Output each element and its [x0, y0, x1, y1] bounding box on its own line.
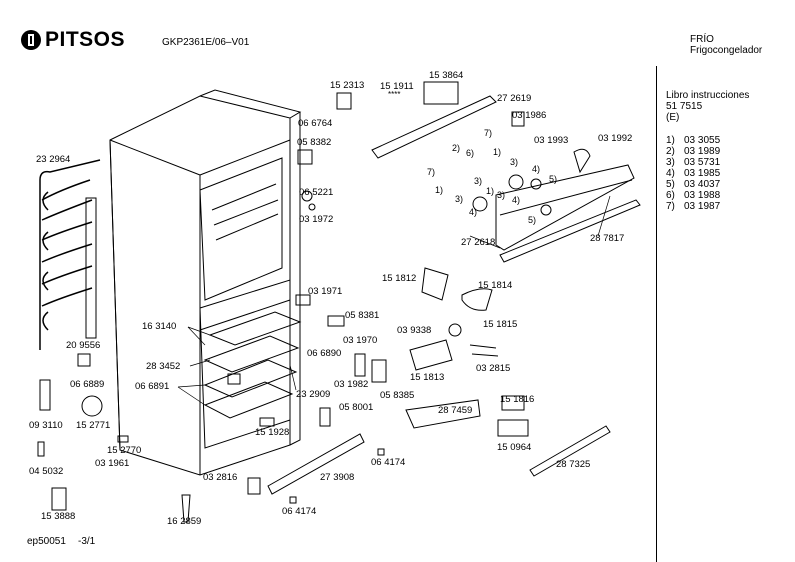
- legend-item: 4)03 1985: [666, 168, 721, 179]
- ref-marker: 3): [455, 194, 464, 204]
- ref-marker: 2): [452, 143, 461, 153]
- part-label: 05 8381: [345, 310, 380, 321]
- model-number: GKP2361E/06–V01: [162, 37, 250, 48]
- part-label: 28 7817: [590, 233, 625, 244]
- footer-page: -3/1: [78, 536, 96, 547]
- legend-item: 1)03 3055: [666, 135, 721, 146]
- ref-marker: 6): [466, 148, 475, 158]
- footer-code: ep50051: [27, 536, 66, 547]
- part-label: 15 2771: [76, 420, 111, 431]
- small-parts: [37, 81, 611, 523]
- part-label: 27 2619: [497, 93, 532, 104]
- part-label: 06 6890: [307, 348, 342, 359]
- ref-marker: 3): [497, 190, 506, 200]
- ref-marker: 4): [512, 195, 521, 205]
- part-label: 06 4174: [282, 506, 317, 517]
- part-label: 05 8385: [380, 390, 415, 401]
- ref-marker: 5): [549, 174, 558, 184]
- part-label: 28 3452: [146, 361, 181, 372]
- part-label: 03 2816: [203, 472, 238, 483]
- ref-marker: 7): [427, 167, 436, 177]
- manual-language: (E): [666, 112, 680, 123]
- ref-marker: 3): [510, 157, 519, 167]
- part-label: 15 1812: [382, 273, 417, 284]
- leader-lines: [177, 195, 611, 406]
- part-label: 06 6889: [70, 379, 105, 390]
- part-label: 15 1911: [380, 81, 414, 92]
- part-label: 15 1816: [500, 394, 535, 405]
- part-label: 28 7459: [438, 405, 473, 416]
- legend-item: 3)03 5731: [666, 157, 721, 168]
- part-label: 15 3888: [41, 511, 76, 522]
- side-panel: Libro instrucciones 51 7515 (E) 1)03 305…: [656, 66, 795, 562]
- part-label: 03 1992: [598, 133, 633, 144]
- part-label: 03 1961: [95, 458, 130, 469]
- manual-number: 51 7515: [666, 101, 703, 112]
- part-label: 05 8382: [297, 137, 332, 148]
- fridge-cabinet: [109, 89, 302, 476]
- part-label: 03 2815: [476, 363, 511, 374]
- ref-marker: 1): [486, 186, 495, 196]
- legend-item: 6)03 1988: [666, 190, 721, 201]
- part-label: 03 1970: [343, 335, 378, 346]
- control-panel: [371, 95, 641, 263]
- part-label: 15 3864: [429, 70, 464, 81]
- ref-marker: 7): [484, 128, 493, 138]
- glass-shelves: [203, 311, 302, 419]
- part-label: 03 1993: [534, 135, 569, 146]
- ref-marker: 5): [528, 215, 537, 225]
- part-label: 06 6891: [135, 381, 170, 392]
- legend-list: 1)03 3055 2)03 1989 3)03 5731 4)03 1985 …: [666, 135, 720, 212]
- ref-marker: 4): [532, 164, 541, 174]
- ref-marker: 4): [469, 207, 478, 217]
- part-label: 04 5032: [29, 466, 64, 477]
- part-label: 05 8001: [339, 402, 374, 413]
- part-label-mark: ****: [388, 90, 401, 99]
- legend-item: 2)03 1989: [666, 146, 721, 157]
- part-label: 03 1986: [512, 110, 547, 121]
- brand-name: PITSOS: [45, 28, 126, 51]
- part-label: 15 1928: [255, 427, 290, 438]
- part-label: 27 2618: [461, 237, 496, 248]
- part-label: 16 2859: [167, 516, 202, 527]
- part-label: 03 1972: [299, 214, 334, 225]
- part-label: 27 3908: [320, 472, 355, 483]
- pitsos-logo-icon: [21, 30, 41, 50]
- part-label: 15 1813: [410, 372, 445, 383]
- manual-title: Libro instrucciones: [666, 90, 750, 101]
- category-line2: Frigocongelador: [690, 45, 763, 56]
- part-label: 15 1815: [483, 319, 518, 330]
- ref-marker: 3): [474, 176, 483, 186]
- drain-strip: [85, 197, 97, 339]
- legend-item: 7)03 1987: [666, 201, 721, 212]
- legend-item: 5)03 4037: [666, 179, 721, 190]
- part-label: 06 4174: [371, 457, 406, 468]
- part-label: 15 1814: [478, 280, 513, 291]
- part-label: 09 3110: [29, 420, 63, 431]
- part-label: 15 0964: [497, 442, 532, 453]
- part-label: 03 1982: [334, 379, 369, 390]
- part-label: 28 7325: [556, 459, 591, 470]
- brand-logo: PITSOS: [20, 28, 125, 52]
- ref-marker: 1): [435, 185, 444, 195]
- part-label: 03 1971: [308, 286, 343, 297]
- part-label: 23 2964: [36, 154, 71, 165]
- part-label: 20 9556: [66, 340, 101, 351]
- part-label: 16 3140: [142, 321, 177, 332]
- ref-marker: 1): [493, 147, 502, 157]
- part-label: 06 5221: [299, 187, 334, 198]
- part-label: 03 9338: [397, 325, 432, 336]
- part-label: 06 6764: [298, 118, 333, 129]
- part-label: 15 2313: [330, 80, 365, 91]
- part-label: 15 2770: [107, 445, 142, 456]
- part-label: 23 2909: [296, 389, 331, 400]
- condenser-coil: [39, 159, 101, 350]
- category-line1: FRÍO: [690, 34, 714, 45]
